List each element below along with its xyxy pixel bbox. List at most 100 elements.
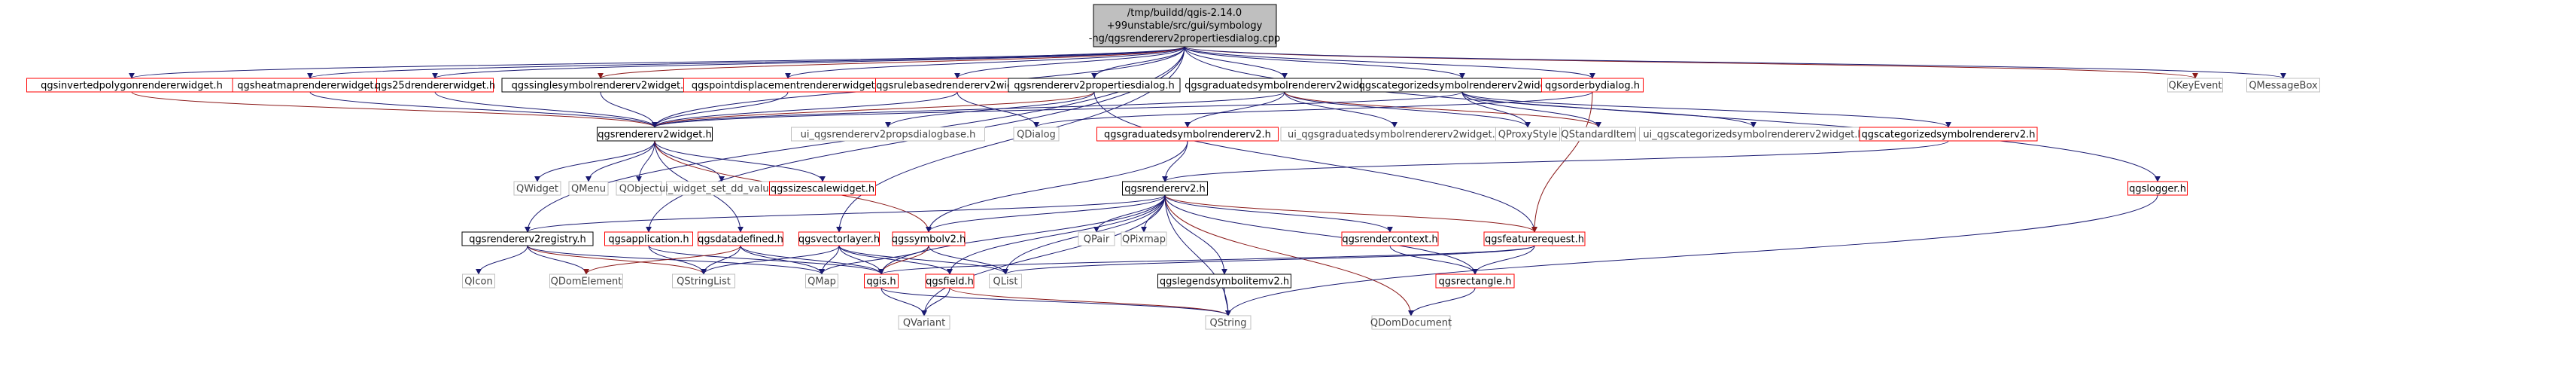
node-label: qgsfeaturerequest.h	[1485, 234, 1584, 246]
node-label: QStringList	[677, 276, 731, 288]
node-qpair[interactable]: QPair	[1078, 231, 1115, 246]
dependency-edge	[1093, 91, 1537, 233]
node-qgspointdisplacementrendererwidget[interactable]: qgspointdisplacementrendererwidget.h	[683, 78, 893, 93]
node-label: QDialog	[1017, 130, 1056, 141]
node-qgsgraduatedsymbolrendererv2[interactable]: qgsgraduatedsymbolrendererv2.h	[1096, 127, 1279, 142]
node-qmenu[interactable]: QMenu	[568, 181, 609, 196]
node-label: QWidget	[516, 184, 558, 195]
node-qkeyevent[interactable]: QKeyEvent	[2167, 78, 2223, 93]
node-qpixmap[interactable]: QPixmap	[1121, 231, 1167, 246]
node-qstringlist[interactable]: QStringList	[672, 273, 735, 289]
node-label: qgsgraduatedsymbolrendererv2widget.h	[1185, 81, 1385, 92]
node-layer: /tmp/buildd/qgis-2.14.0 +99unstable/src/…	[26, 4, 2320, 330]
node-qgsgraduatedsymbolrendererv2widget[interactable]: qgsgraduatedsymbolrendererv2widget.h	[1185, 78, 1385, 93]
node-box	[604, 231, 693, 246]
dependency-edge	[701, 245, 840, 275]
node-box	[2127, 181, 2188, 196]
node-qgslegendsymbolitemv2[interactable]: qgslegendsymbolitemv2.h	[1157, 273, 1291, 289]
node-label: qgslegendsymbolitemv2.h	[1160, 276, 1289, 288]
dependency-edge	[838, 245, 953, 275]
node-qmessagebox[interactable]: QMessageBox	[2246, 78, 2320, 93]
node-label: QList	[993, 276, 1018, 288]
node-qvariant[interactable]: QVariant	[898, 315, 950, 330]
node-box	[1122, 181, 1208, 196]
node-qgsfield[interactable]: qgsfield.h	[925, 273, 975, 289]
dependency-edge	[1164, 194, 1414, 316]
dependency-edge	[636, 140, 655, 182]
node-box	[2167, 78, 2223, 93]
dependency-edge	[527, 245, 825, 275]
node-label: QPixmap	[1122, 234, 1166, 246]
node-qgsheatmaprendererwidget[interactable]: qgsheatmaprendererwidget.h	[232, 78, 388, 93]
node-qgssymbolv2[interactable]: qgssymbolv2.h	[892, 231, 966, 246]
node-ui-qgsgraduatedsymbolrendererv2widget[interactable]: ui_qgsgraduatedsymbolrendererv2widget.h	[1280, 127, 1509, 142]
node-qmap[interactable]: QMap	[805, 273, 838, 289]
node-qgsrulebasedrendererv2widget[interactable]: qgsrulebasedrendererv2widget.h	[875, 78, 1039, 93]
dependency-edge	[880, 287, 927, 316]
node-qproxystyle[interactable]: QProxyStyle	[1495, 127, 1560, 142]
node-ui-qgscategorizedsymbolrendererv2widget[interactable]: ui_qgscategorizedsymbolrendererv2widget.…	[1639, 127, 1868, 142]
dependency-edge	[648, 245, 884, 275]
dependency-edge	[926, 140, 1188, 233]
dependency-edge	[652, 91, 1463, 128]
node-qdomdocument[interactable]: QDomDocument	[1370, 315, 1452, 330]
node-qgsrendercontext[interactable]: qgsrendercontext.h	[1341, 231, 1439, 246]
dependency-edge	[1184, 46, 2198, 79]
dependency-edge	[1461, 91, 1756, 128]
node-box	[1561, 127, 1636, 142]
dependency-edge	[1162, 140, 1949, 182]
node-qgs25drendererwidget[interactable]: qgs25drendererwidget.h	[375, 78, 495, 93]
node-qgscategorizedsymbolrendererv2widget[interactable]: qgscategorizedsymbolrendererv2widget.h	[1359, 78, 1566, 93]
node-qobject[interactable]: QObject	[616, 181, 662, 196]
node-label: qgsrendererv2widget.h	[598, 130, 711, 141]
node-qgssinglesymbolrendererv2widget[interactable]: qgssinglesymbolrendererv2widget.h	[501, 78, 700, 93]
node-qgssizescalewidget[interactable]: qgssizescalewidget.h	[769, 181, 876, 196]
node-box	[461, 231, 594, 246]
node-qgsorderbydialog[interactable]: qgsorderbydialog.h	[1541, 78, 1644, 93]
node-qstring[interactable]: QString	[1205, 315, 1252, 330]
node-label: QMenu	[571, 184, 606, 195]
node-label: qgsrulebasedrendererv2widget.h	[876, 81, 1039, 92]
dependency-edge	[838, 245, 1008, 275]
node-qgsdatadefined[interactable]: qgsdatadefined.h	[698, 231, 783, 246]
node-ui-widget-set-dd-value[interactable]: ui_widget_set_dd_value.h	[659, 181, 784, 196]
node-qgscategorizedsymbolrendererv2[interactable]: qgscategorizedsymbolrendererv2.h	[1859, 127, 2038, 142]
root-label-line: /tmp/buildd/qgis-2.14.0	[1127, 8, 1242, 19]
dependency-edge	[1389, 245, 1478, 275]
node-qgsrendererv2registry[interactable]: qgsrendererv2registry.h	[461, 231, 594, 246]
dependency-edge	[527, 245, 589, 275]
dependency-edge	[525, 194, 1166, 233]
node-label: qgsrendererv2registry.h	[469, 234, 586, 246]
node-box	[568, 181, 609, 196]
node-qgis[interactable]: qgis.h	[864, 273, 899, 289]
dependency-edge	[1141, 194, 1166, 233]
node-qgsrectangle[interactable]: qgsrectangle.h	[1435, 273, 1515, 289]
node-qgsapplication[interactable]: qgsapplication.h	[604, 231, 693, 246]
node-qgsrendererv2propertiesdialog[interactable]: qgsrendererv2propertiesdialog.h	[1008, 78, 1181, 93]
node-qgslogger[interactable]: qgslogger.h	[2127, 181, 2188, 196]
root-node[interactable]: /tmp/buildd/qgis-2.14.0 +99unstable/src/…	[1089, 4, 1281, 47]
dependency-edge	[1284, 91, 1601, 128]
dependency-edge	[928, 245, 1008, 275]
node-qlist[interactable]: QList	[989, 273, 1022, 289]
node-qgsinvertedpolygonrendererwidget[interactable]: qgsinvertedpolygonrendererwidget.h	[26, 78, 237, 93]
node-box	[805, 273, 838, 289]
node-label: QVariant	[903, 318, 945, 329]
dependency-edge	[1164, 194, 1231, 316]
node-box	[1495, 127, 1560, 142]
node-qgsrendererv2widget[interactable]: qgsrendererv2widget.h	[597, 127, 713, 142]
node-qgsfeaturerequest[interactable]: qgsfeaturerequest.h	[1483, 231, 1586, 246]
dependency-edge	[534, 140, 655, 182]
node-box	[549, 273, 623, 289]
node-qwidget[interactable]: QWidget	[513, 181, 561, 196]
node-qgsrendererv2[interactable]: qgsrendererv2.h	[1122, 181, 1208, 196]
node-label: qgsfield.h	[926, 276, 974, 288]
node-ui-qgsrendererv2propsdialogbase[interactable]: ui_qgsrendererv2propsdialogbase.h	[791, 127, 985, 142]
node-qstandarditem[interactable]: QStandardItem	[1561, 127, 1636, 142]
node-qicon[interactable]: QIcon	[462, 273, 495, 289]
node-qdomelement[interactable]: QDomElement	[549, 273, 623, 289]
node-qdialog[interactable]: QDialog	[1013, 127, 1060, 142]
node-qgsvectorlayer[interactable]: qgsvectorlayer.h	[798, 231, 880, 246]
dependency-edge	[785, 46, 1185, 79]
dependency-edge	[921, 287, 950, 316]
